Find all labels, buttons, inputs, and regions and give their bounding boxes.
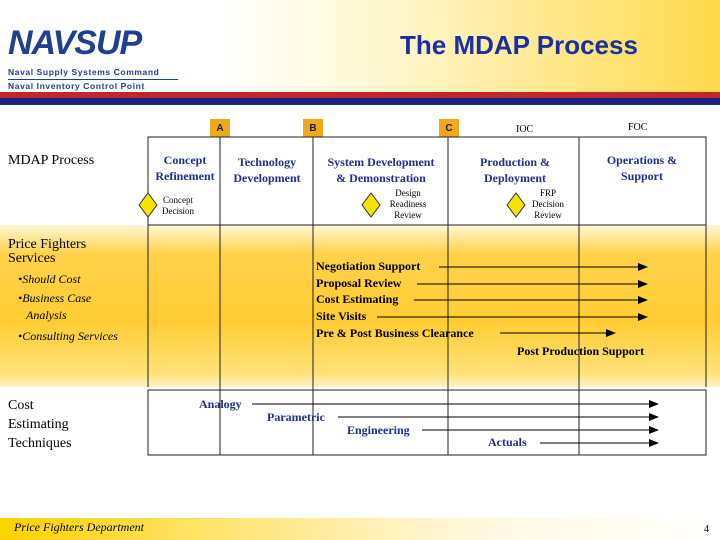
page-title: The MDAP Process	[400, 30, 638, 60]
grid-box-mdap	[147, 136, 707, 226]
phase-concept-line1: Concept	[163, 153, 207, 167]
footer-department: Price Fighters Department	[14, 520, 144, 534]
phase-technology-line2: Development	[233, 171, 301, 185]
arrowhead-proposal-review	[638, 280, 648, 288]
arrowhead-cost-estimating	[638, 296, 648, 304]
phase-concept-line2: Refinement	[155, 169, 215, 183]
grid-box-cost	[147, 389, 707, 456]
header-banner	[0, 0, 720, 92]
arrowhead-negotiation-support	[638, 263, 648, 271]
mdap-process-label: MDAP Process	[8, 153, 95, 168]
phase-operations-line1: Operations &	[606, 153, 678, 167]
arrowhead-actuals	[649, 439, 659, 447]
frp-review-line3: Review	[534, 210, 562, 220]
design-readiness-review-label: Design Readiness Review	[382, 188, 434, 221]
price-fighters-services-label: Price Fighters Services	[8, 238, 86, 266]
design-review-line3: Review	[394, 210, 422, 220]
arrowhead-site-visits	[638, 313, 648, 321]
price-fighters-band	[0, 225, 720, 387]
cost-estimating-techniques-label: Cost Estimating Techniques	[8, 396, 72, 453]
design-review-line2: Readiness	[389, 199, 427, 209]
diamond-design-readiness-review	[361, 192, 381, 218]
activity-site-visits: Site Visits	[316, 309, 367, 323]
arrowhead-analogy	[649, 400, 659, 408]
cost-label-line2: Estimating	[8, 417, 69, 432]
phase-operations-support: Operations & Support	[584, 152, 700, 184]
milestone-a: A	[210, 119, 230, 137]
cost-label-line1: Cost	[8, 398, 34, 413]
cost-label-line3: Techniques	[8, 436, 72, 451]
phase-technology-line1: Technology	[237, 155, 297, 169]
technique-analogy: Analogy	[199, 397, 242, 411]
concept-decision-line1: Concept	[163, 195, 193, 205]
milestone-b: B	[303, 119, 323, 137]
technique-engineering: Engineering	[347, 423, 410, 437]
milestone-c: C	[439, 119, 459, 137]
phase-production-line2: Deployment	[484, 171, 546, 185]
service-business-case: •Business Case	[18, 291, 92, 305]
frp-decision-review-label: FRP Decision Review	[526, 188, 570, 221]
phase-concept-refinement: Concept Refinement	[148, 152, 222, 184]
arrowhead-parametric	[649, 413, 659, 421]
phase-sdd-line2: & Demonstration	[336, 171, 426, 185]
activity-post-production-support: Post Production Support	[517, 344, 645, 358]
activity-proposal-review: Proposal Review	[316, 276, 402, 290]
price-fighters-line1: Price Fighters	[8, 237, 87, 252]
phase-operations-line2: Support	[620, 169, 664, 183]
design-review-line1: Design	[395, 188, 421, 198]
page-number: 4	[704, 524, 709, 535]
milestone-ioc: IOC	[516, 124, 534, 135]
frp-review-line2: Decision	[532, 199, 564, 209]
activity-business-clearance: Pre & Post Business Clearance	[316, 326, 474, 340]
logo-subtitle-command: Naval Supply Systems Command	[8, 67, 160, 77]
phase-system-development: System Development & Demonstration	[314, 154, 448, 186]
price-fighters-line2: Services	[8, 251, 56, 266]
diamond-concept-decision	[138, 192, 158, 218]
arrowhead-engineering	[649, 426, 659, 434]
service-should-cost: •Should Cost	[18, 272, 81, 286]
diamond-frp-decision-review	[506, 192, 526, 218]
header-navy-stripe	[0, 98, 720, 105]
phase-sdd-line1: System Development	[327, 155, 435, 169]
frp-review-line1: FRP	[539, 188, 556, 198]
logo-subtitle-point: Naval Inventory Control Point	[8, 81, 145, 91]
technique-actuals: Actuals	[488, 435, 527, 449]
service-business-case-analysis: Analysis	[26, 308, 67, 322]
milestone-foc: FOC	[628, 122, 648, 133]
concept-decision-label: Concept Decision	[156, 195, 200, 217]
header-red-stripe	[0, 92, 720, 98]
arrowhead-business-clearance	[606, 329, 616, 337]
technique-parametric: Parametric	[267, 410, 325, 424]
footer-bar	[0, 518, 720, 540]
phase-production-line1: Production &	[479, 155, 551, 169]
navsup-logo: NAVSUP	[8, 24, 142, 62]
service-consulting: •Consulting Services	[18, 329, 118, 343]
activity-cost-estimating: Cost Estimating	[316, 292, 399, 306]
logo-divider	[8, 79, 178, 80]
phase-production-deployment: Production & Deployment	[460, 154, 570, 186]
activity-negotiation-support: Negotiation Support	[316, 259, 421, 273]
phase-technology-development: Technology Development	[222, 154, 312, 186]
concept-decision-line2: Decision	[162, 206, 194, 216]
